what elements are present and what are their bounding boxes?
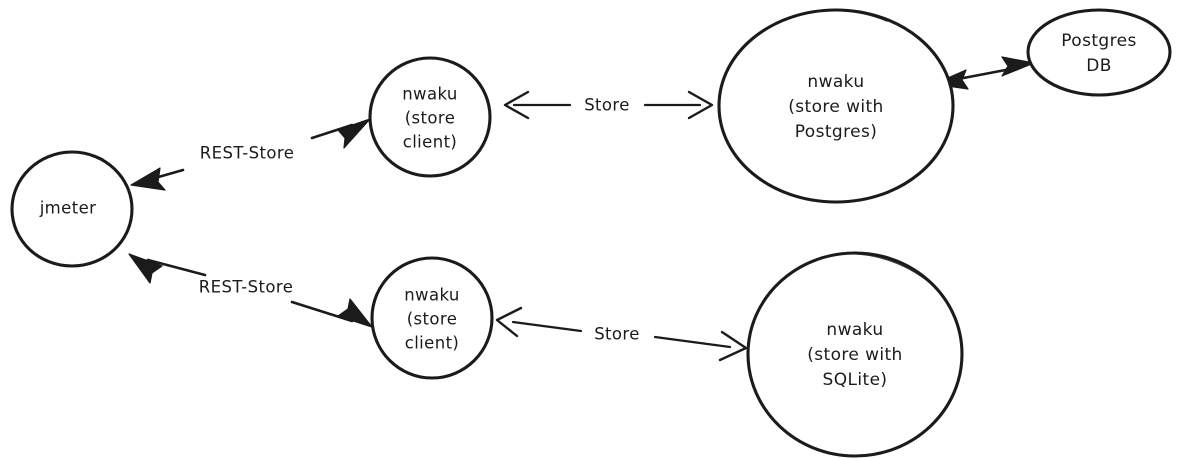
node-jmeter-sketch-overstroke bbox=[65, 151, 104, 160]
node-store-client-bottom-line-1: nwaku bbox=[404, 286, 460, 305]
node-postgres-db-line-1: Postgres bbox=[1061, 31, 1137, 51]
node-jmeter[interactable]: jmeter bbox=[10, 150, 134, 268]
edge-jmeter-to-store-client-top[interactable]: REST-Store bbox=[130, 118, 371, 191]
arrowhead-toward-jmeter bbox=[128, 253, 163, 284]
node-store-client-bottom-circle bbox=[370, 256, 494, 380]
node-store-postgres-line-3: Postgres) bbox=[795, 122, 878, 142]
arrowhead-toward-postgres-node bbox=[687, 90, 714, 120]
node-store-client-top[interactable]: nwaku (store client) bbox=[368, 56, 492, 178]
node-jmeter-label: jmeter bbox=[39, 199, 97, 218]
node-store-client-bottom[interactable]: nwaku (store client) bbox=[370, 256, 494, 380]
arrowhead-toward-store-client-bottom bbox=[337, 298, 373, 328]
node-store-postgres-sketch-overstroke bbox=[819, 9, 888, 22]
node-store-sqlite-line-1: nwaku bbox=[826, 320, 883, 340]
node-store-sqlite-circle bbox=[746, 251, 964, 458]
edge-segment-left bbox=[511, 320, 583, 333]
node-store-client-top-line-3: client) bbox=[403, 133, 458, 152]
arrowhead-toward-store-client-bottom bbox=[495, 306, 523, 338]
node-store-client-top-line-2: (store bbox=[405, 109, 456, 128]
node-store-postgres-ellipse bbox=[717, 8, 955, 204]
edge-store-client-bottom-to-sqlite-node[interactable]: Store bbox=[495, 306, 748, 362]
node-postgres-db-line-2: DB bbox=[1086, 56, 1112, 76]
arrowhead-toward-sqlite-node bbox=[718, 330, 748, 362]
node-store-client-top-sketch-overstroke bbox=[419, 57, 461, 67]
arrowhead-toward-store-client-top bbox=[337, 118, 371, 149]
node-store-client-top-line-1: nwaku bbox=[402, 85, 458, 104]
node-store-sqlite-line-3: SQLite) bbox=[823, 370, 888, 390]
node-store-client-bottom-line-3: client) bbox=[405, 334, 460, 353]
edge-label-rest-store-top: REST-Store bbox=[200, 144, 295, 163]
edge-segment-right bbox=[653, 335, 732, 349]
arrowhead-toward-store-client-top bbox=[503, 90, 530, 120]
edge-label-store-top: Store bbox=[584, 96, 630, 115]
node-postgres-db[interactable]: Postgres DB bbox=[1026, 8, 1172, 97]
node-store-postgres-line-2: (store with bbox=[788, 97, 884, 117]
arrowhead-toward-postgres-db bbox=[1001, 56, 1035, 77]
edge-store-client-top-to-postgres-node[interactable]: Store bbox=[503, 90, 714, 120]
node-store-sqlite-sketch-overstroke bbox=[837, 252, 937, 289]
node-store-postgres[interactable]: nwaku (store with Postgres) bbox=[717, 8, 955, 204]
node-postgres-db-ellipse bbox=[1026, 8, 1172, 97]
arrowhead-toward-jmeter bbox=[130, 167, 166, 191]
edge-label-rest-store-bottom: REST-Store bbox=[199, 278, 294, 297]
edge-segment-left bbox=[146, 258, 207, 277]
node-store-sqlite[interactable]: nwaku (store with SQLite) bbox=[746, 251, 964, 458]
node-store-client-bottom-line-2: (store bbox=[407, 310, 458, 329]
node-store-client-top-circle bbox=[368, 56, 492, 178]
node-store-postgres-line-1: nwaku bbox=[807, 72, 864, 92]
node-store-client-bottom-sketch-overstroke bbox=[417, 257, 463, 267]
node-jmeter-circle bbox=[10, 150, 134, 268]
edge-label-store-bottom: Store bbox=[594, 325, 640, 344]
node-postgres-db-sketch-overstroke bbox=[1087, 9, 1134, 17]
edge-jmeter-to-store-client-bottom[interactable]: REST-Store bbox=[128, 253, 373, 328]
node-store-sqlite-line-2: (store with bbox=[807, 345, 903, 365]
